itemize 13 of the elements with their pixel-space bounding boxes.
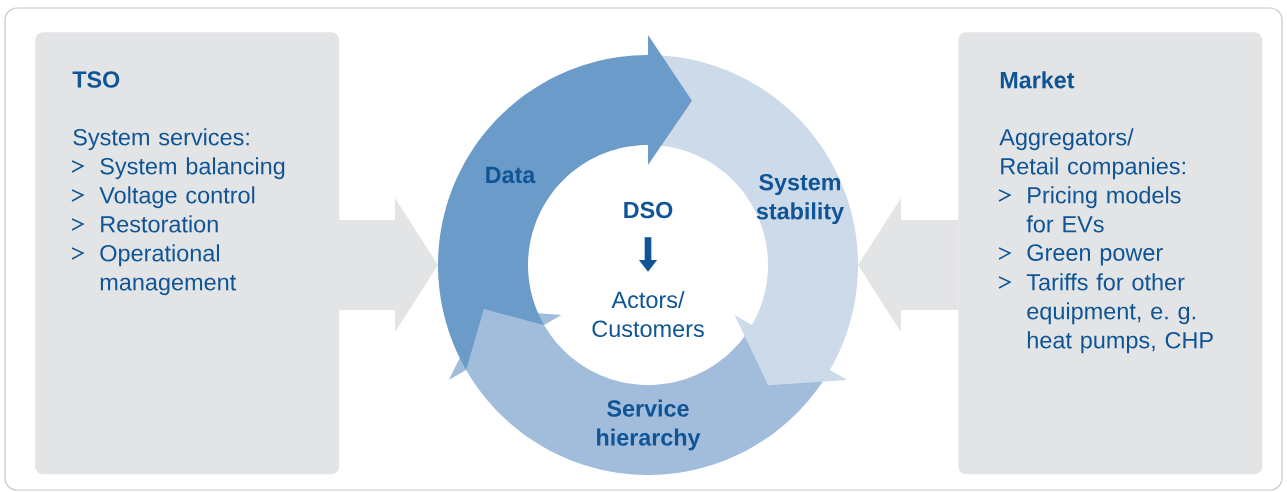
list-item: Green power <box>1027 244 1163 266</box>
text: System services: <box>73 128 249 151</box>
list-item: System balancing <box>100 157 285 180</box>
heading: TSO <box>72 71 120 88</box>
list-item: Restoration <box>101 215 218 233</box>
list-item: Tariffs for other equipment, e. g. heat pumps, CHP <box>1026 273 1213 354</box>
list-item: Operational management <box>100 244 237 296</box>
list-item: Voltage control <box>99 186 255 209</box>
text: Aggregators/ Retail companies: <box>999 128 1185 180</box>
block-arrow <box>858 198 958 332</box>
list-item: Pricing models for EVs <box>1026 186 1181 233</box>
block-arrow <box>339 198 438 332</box>
heading: Market <box>1000 71 1075 89</box>
